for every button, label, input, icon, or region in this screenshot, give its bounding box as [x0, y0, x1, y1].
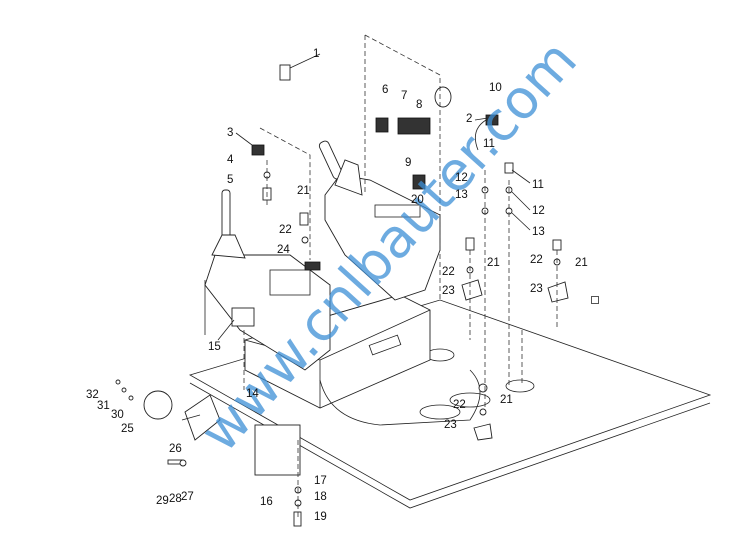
callout-16: 16	[260, 496, 273, 508]
callout-13a: 13	[455, 189, 468, 201]
callout-3: 3	[227, 127, 233, 139]
leader-lines	[181, 34, 558, 520]
callout-28: 28	[169, 493, 182, 505]
callout-5: 5	[227, 174, 233, 186]
callout-9: 9	[405, 157, 411, 169]
callout-17: 17	[314, 475, 327, 487]
callout-11a: 11	[483, 138, 495, 150]
callout-4: 4	[227, 154, 234, 166]
callout-11b: 11	[532, 179, 544, 191]
callout-26: 26	[169, 443, 182, 455]
callout-15: 15	[208, 341, 221, 353]
callout-19: 19	[314, 511, 327, 523]
callout-21c: 21	[575, 257, 588, 269]
callout-27: 27	[181, 491, 194, 503]
callout-22c: 22	[530, 254, 543, 266]
callout-14: 14	[246, 388, 259, 400]
callout-23c: 23	[444, 419, 457, 431]
callout-7: 7	[401, 90, 407, 102]
callout-21d: 21	[500, 394, 513, 406]
callout-1: 1	[313, 48, 319, 60]
callout-23a: 23	[442, 285, 455, 297]
callout-labels: 1 2 3 4 5 6 7 8 9 10 11 11 12 12 13 13 1…	[86, 48, 588, 523]
callout-22a: 22	[279, 224, 292, 236]
callout-18: 18	[314, 491, 327, 503]
callout-29: 29	[156, 495, 169, 507]
callout-12a: 12	[455, 172, 468, 184]
callout-31: 31	[97, 400, 110, 412]
callout-21b: 21	[487, 257, 500, 269]
right-console	[318, 140, 441, 301]
callout-13b: 13	[532, 226, 545, 238]
callout-22b: 22	[442, 266, 455, 278]
callout-12b: 12	[532, 205, 545, 217]
callout-10: 10	[489, 82, 502, 94]
callout-20: 20	[411, 194, 424, 206]
callout-24: 24	[277, 244, 290, 256]
callout-23b: 23	[530, 283, 543, 295]
callout-25: 25	[121, 423, 134, 435]
callout-2: 2	[466, 113, 472, 125]
small-parts	[115, 64, 569, 527]
callout-6: 6	[382, 84, 388, 96]
checkbox-marker	[591, 296, 599, 304]
callout-22d: 22	[453, 399, 466, 411]
callout-32: 32	[86, 389, 99, 401]
callout-30: 30	[111, 409, 124, 421]
callout-8: 8	[416, 99, 422, 111]
left-console	[204, 189, 331, 371]
callout-21a: 21	[297, 185, 310, 197]
